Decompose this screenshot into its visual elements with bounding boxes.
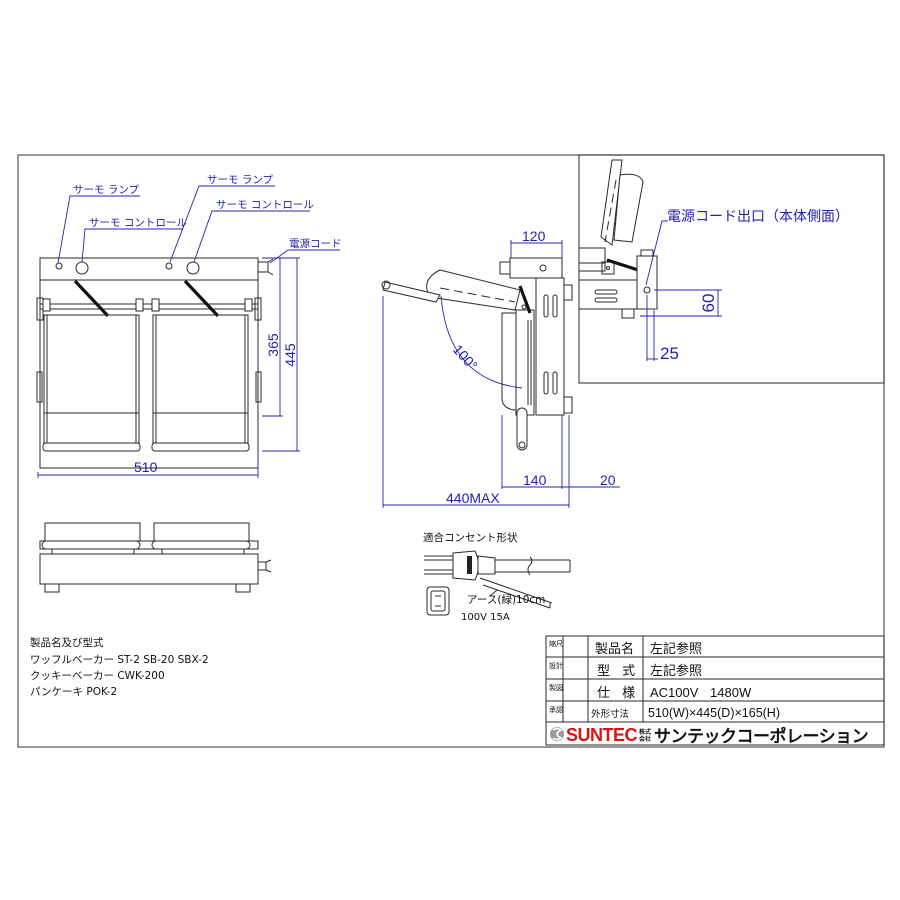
dim-detail-offset: 25 xyxy=(660,344,679,363)
company-name: サンテックコーポレーション xyxy=(654,726,869,747)
control-panel xyxy=(39,257,259,281)
company-logo-text: SUNTEC xyxy=(566,725,638,745)
product-list: 製品名及び型式 ワッフルベーカー ST-2 SB-20 SBX-2 クッキーベー… xyxy=(30,636,209,698)
side-view: 120 100° 140 20 440MAX xyxy=(381,228,620,508)
row-label: 外形寸法 xyxy=(591,708,629,720)
plate-left xyxy=(43,314,140,444)
company-prefix-2: 会社 xyxy=(639,735,651,743)
plug-title: 適合コンセント形状 xyxy=(423,531,518,544)
product-item: ワッフルベーカー ST-2 SB-20 SBX-2 xyxy=(30,654,209,666)
row-label: 型 式 xyxy=(597,664,639,679)
product-item: クッキーベーカー CWK-200 xyxy=(30,670,165,682)
stamp-drafting: 製図 xyxy=(549,683,563,692)
dim-top-width: 120 xyxy=(522,228,546,244)
stamp-scale: 縮尺 xyxy=(549,639,563,648)
front-elevation xyxy=(39,522,272,593)
front-view: 510 365 445 サーモ ランプ サーモ コントロール サーモ ランプ サ… xyxy=(36,174,342,478)
detail-view: 電源コード出口（本体側面） 60 25 xyxy=(578,154,885,384)
row-label: 製品名 xyxy=(595,641,634,657)
row-label: 仕 様 xyxy=(597,686,639,701)
elevation-body xyxy=(39,553,259,585)
thermo-lamp-left-icon xyxy=(55,262,63,270)
title-block: 縮尺 設計 製図 承認 製品名 左記参照 型 式 左記参照 仕 様 AC100V… xyxy=(545,635,885,747)
thermo-lamp-right-icon xyxy=(165,262,173,270)
sheet-border xyxy=(17,154,885,748)
plate-right xyxy=(152,314,249,444)
dim-base-depth: 140 xyxy=(523,472,547,488)
thermo-control-right-icon xyxy=(186,261,200,275)
callout-thermo-lamp-right: サーモ ランプ xyxy=(207,174,274,186)
row-value: 510(W)×445(D)×165(H) xyxy=(648,706,780,720)
callout-thermo-lamp-left: サーモ ランプ xyxy=(73,184,140,196)
row-value: AC100V 1480W xyxy=(650,685,752,700)
callout-power-cord: 電源コード xyxy=(289,237,342,250)
dim-offset: 20 xyxy=(600,472,616,488)
products-heading: 製品名及び型式 xyxy=(30,636,104,649)
dim-depth-inner: 365 xyxy=(265,333,281,357)
callout-power-cord-exit: 電源コード出口（本体側面） xyxy=(667,208,849,224)
lid-handle-left xyxy=(73,279,110,318)
stamp-design: 設計 xyxy=(549,661,563,670)
dim-depth-total: 445 xyxy=(282,343,298,367)
dim-max-length: 440MAX xyxy=(446,490,500,506)
lid-handle-right xyxy=(183,279,220,318)
callout-thermo-control-left: サーモ コントロール xyxy=(89,217,187,229)
row-value: 左記参照 xyxy=(650,663,702,679)
product-item: パンケーキ POK-2 xyxy=(30,686,117,698)
power-cord-plug-icon xyxy=(257,261,269,273)
dim-detail-height: 60 xyxy=(699,294,718,313)
front-body xyxy=(39,279,259,469)
company-prefix: 株式 xyxy=(639,728,651,736)
dim-width: 510 xyxy=(134,459,158,475)
plug-rating: 100V 15A xyxy=(461,612,510,623)
earth-label: アース(緑)10cm xyxy=(467,593,545,606)
row-value: 左記参照 xyxy=(650,641,702,657)
stamp-approval: 承認 xyxy=(549,705,563,714)
outlet-icon xyxy=(426,586,450,616)
plug-diagram: 適合コンセント形状 アース(緑)10cm 100V 15A xyxy=(423,531,571,623)
callout-thermo-control-right: サーモ コントロール xyxy=(216,199,314,211)
suntec-logo-icon xyxy=(550,727,564,741)
